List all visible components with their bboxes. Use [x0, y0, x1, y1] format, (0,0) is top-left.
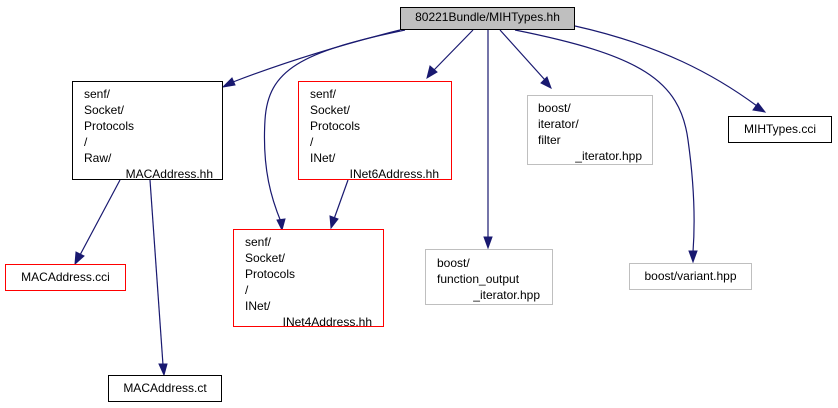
arrowhead-macaddress-hh-to-macaddress-ct — [158, 363, 168, 377]
arrowhead-root-to-inet6address-hh — [426, 65, 438, 80]
node-label-line: INet/ — [245, 299, 271, 313]
node-inet4address-hh[interactable]: senf/ Socket/ Protocols / INet/ INet4Add… — [233, 229, 384, 329]
node-root-mihtypes-hh[interactable]: 80221Bundle/MIHTypes.hh — [400, 7, 575, 30]
node-label-line: MACAddress.cci — [21, 270, 110, 284]
node-function-output-iterator-hpp[interactable]: boost/ function_output _iterator.hpp — [425, 249, 553, 305]
node-label-line: INet4Address.hh — [282, 315, 372, 329]
edge-root-to-inet4address-hh — [263, 29, 406, 223]
node-macaddress-hh[interactable]: senf/ Socket/ Protocols / Raw/ MACAddres… — [72, 81, 223, 181]
node-mihtypes-cci[interactable]: MIHTypes.cci — [728, 116, 832, 143]
node-label-line: function_output — [437, 272, 520, 286]
arrowhead-root-to-filter-iterator — [540, 76, 552, 90]
node-label-line: senf/ — [310, 87, 337, 101]
node-label-line: boost/variant.hpp — [644, 269, 737, 283]
edge-root-to-mihtypes-cci — [574, 25, 758, 107]
edge-root-to-macaddress-hh — [232, 29, 401, 83]
node-label-line: Socket/ — [245, 251, 286, 265]
arrowhead-root-to-function-output-iterator — [483, 236, 493, 250]
node-label-line: 80221Bundle/MIHTypes.hh — [415, 10, 560, 24]
edge-inet6address-hh-to-inet4address-hh — [333, 179, 349, 220]
node-macaddress-ct[interactable]: MACAddress.ct — [108, 375, 222, 402]
node-label-line: / — [310, 135, 314, 149]
node-label-line: filter — [538, 133, 561, 147]
arrowhead-inet6address-hh-to-inet4address-hh — [329, 215, 339, 230]
node-label-line: Socket/ — [310, 103, 351, 117]
node-label-line: MACAddress.hh — [125, 167, 213, 181]
node-label-line: INet/ — [310, 151, 336, 165]
node-label-line: Protocols — [245, 267, 296, 281]
node-label-line: MACAddress.ct — [123, 381, 207, 395]
node-label-line: / — [245, 283, 249, 297]
edge-macaddress-hh-to-macaddress-cci — [79, 179, 121, 256]
node-filter-iterator-hpp[interactable]: boost/ iterator/ filter _iterator.hpp — [527, 95, 653, 165]
node-macaddress-cci[interactable]: MACAddress.cci — [5, 264, 126, 291]
node-label-line: _iterator.hpp — [575, 149, 642, 163]
node-label-line: Raw/ — [84, 151, 112, 165]
node-label-line: boost/ — [538, 101, 571, 115]
edge-root-to-variant-hpp — [514, 29, 695, 253]
node-label-line: Protocols — [310, 119, 361, 133]
edge-root-to-filter-iterator — [499, 29, 546, 81]
node-label-line: _iterator.hpp — [473, 288, 540, 302]
arrowhead-root-to-macaddress-hh — [221, 77, 236, 88]
node-label-line: / — [84, 135, 88, 149]
node-label-line: INet6Address.hh — [349, 167, 439, 181]
edge-macaddress-hh-to-macaddress-ct — [149, 179, 164, 366]
node-label-line: Socket/ — [84, 103, 125, 117]
arrowhead-macaddress-hh-to-macaddress-cci — [74, 251, 85, 266]
node-label-line: MIHTypes.cci — [743, 122, 816, 136]
node-label-line: Protocols — [84, 119, 135, 133]
node-label-line: senf/ — [245, 235, 272, 249]
node-label-line: iterator/ — [538, 117, 579, 131]
edge-root-to-inet6address-hh — [433, 29, 474, 71]
node-label-line: senf/ — [84, 87, 111, 101]
node-variant-hpp[interactable]: boost/variant.hpp — [629, 263, 752, 290]
arrowhead-root-to-inet4address-hh — [276, 218, 286, 232]
node-inet6address-hh[interactable]: senf/ Socket/ Protocols / INet/ INet6Add… — [298, 81, 452, 181]
node-label-line: boost/ — [437, 256, 470, 270]
arrowhead-root-to-variant-hpp — [688, 250, 698, 264]
arrowhead-root-to-mihtypes-cci — [752, 102, 767, 113]
